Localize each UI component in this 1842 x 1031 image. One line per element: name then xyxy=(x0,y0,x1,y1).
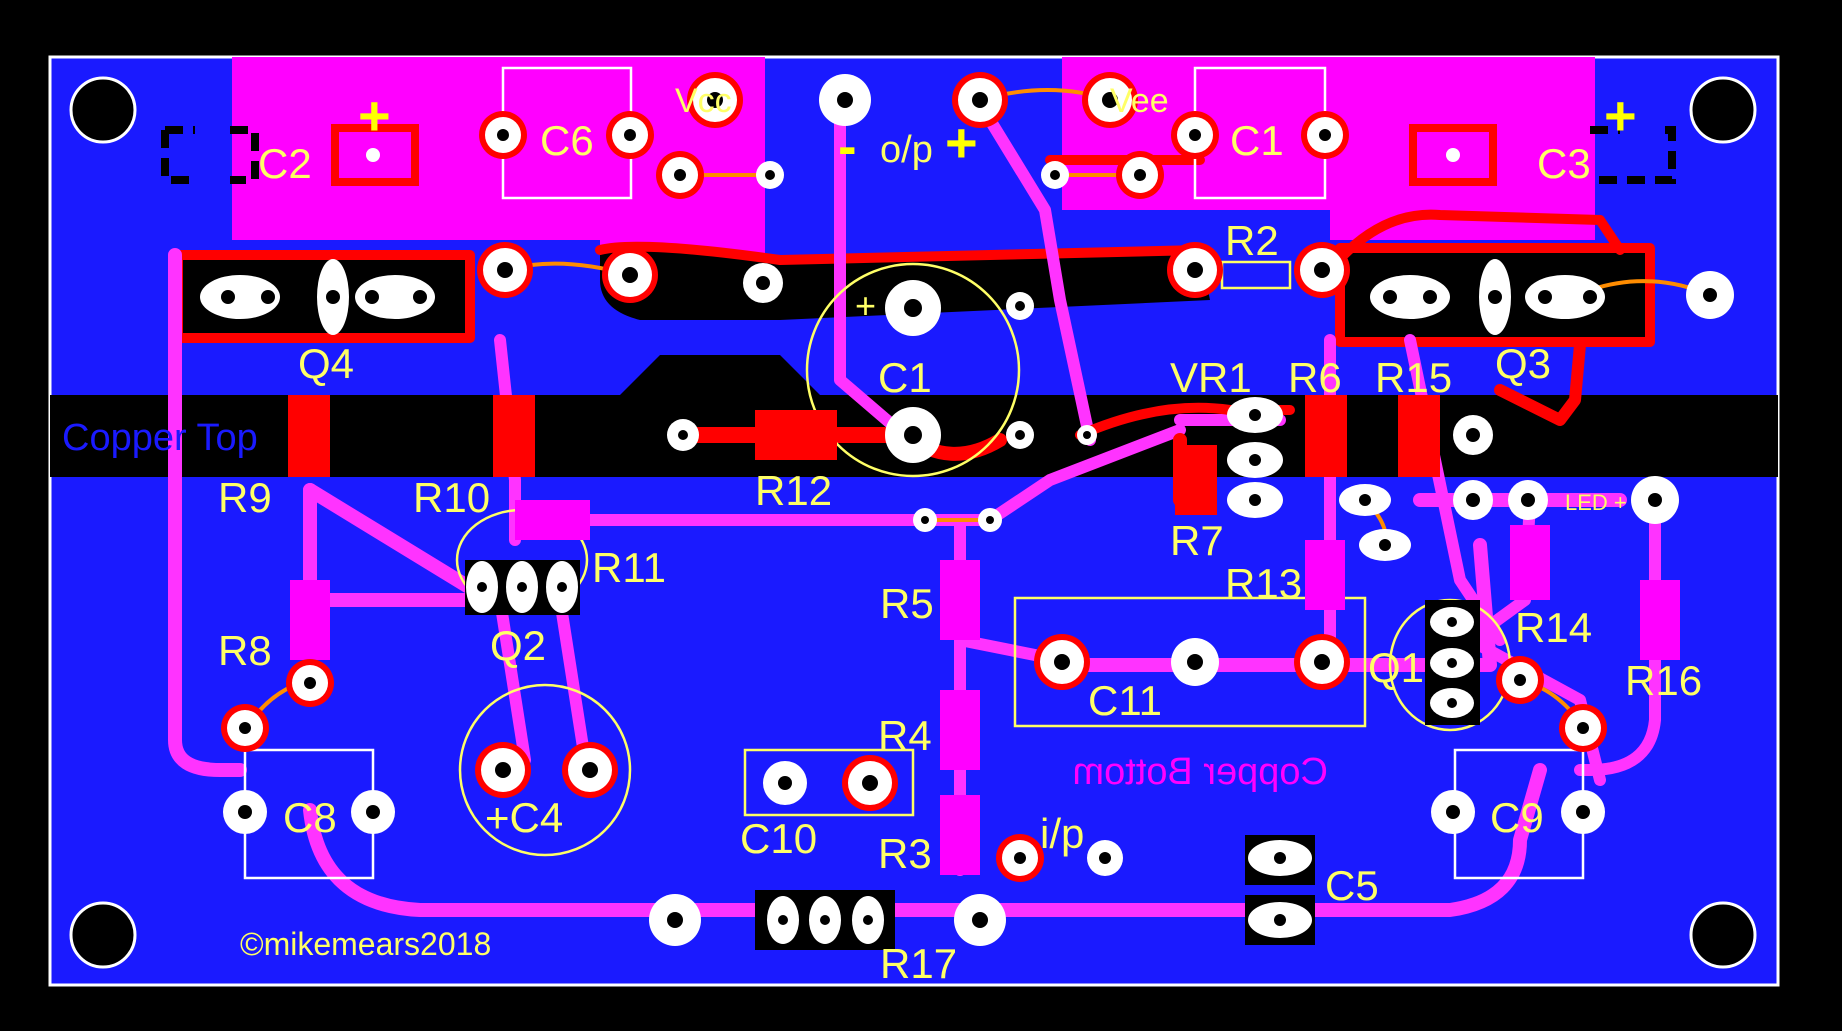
label-op-minus: - xyxy=(838,114,857,177)
label-c1-center-plus: + xyxy=(855,285,876,326)
mounting-hole-tl xyxy=(69,76,137,144)
label-ip: i/p xyxy=(1040,810,1084,857)
mounting-holes xyxy=(69,76,1757,969)
label-vee: Vee xyxy=(1110,82,1169,120)
label-r7: R7 xyxy=(1170,517,1224,564)
label-r15: R15 xyxy=(1375,354,1452,401)
label-copyright: ©mikemears2018 xyxy=(240,926,491,962)
label-r8: R8 xyxy=(218,627,272,674)
label-c11: C11 xyxy=(1088,677,1162,724)
label-r14: R14 xyxy=(1515,604,1592,651)
label-r13: R13 xyxy=(1225,560,1302,607)
label-op-plus: + xyxy=(945,111,978,174)
label-c3: C3 xyxy=(1537,140,1591,187)
label-r4: R4 xyxy=(878,712,932,759)
pads xyxy=(200,72,1734,950)
label-r5: R5 xyxy=(880,580,934,627)
label-r16: R16 xyxy=(1625,657,1702,704)
label-c3-plus: + xyxy=(1604,84,1637,147)
label-r6: R6 xyxy=(1288,354,1342,401)
label-r17: R17 xyxy=(880,940,957,987)
label-c8: C8 xyxy=(283,794,337,841)
label-r3: R3 xyxy=(878,830,932,877)
mounting-hole-tr xyxy=(1689,76,1757,144)
label-r2: R2 xyxy=(1225,217,1279,264)
label-q1: Q1 xyxy=(1368,644,1424,691)
label-q4: Q4 xyxy=(298,340,354,387)
label-q2: Q2 xyxy=(490,622,546,669)
label-c1-center: C1 xyxy=(878,354,932,401)
labels: C2 + C6 Vcc - o/p + Vee C1 C3 + R2 Q4 Q3… xyxy=(62,82,1702,987)
label-vcc: Vcc xyxy=(675,82,732,120)
mounting-hole-bl xyxy=(69,901,137,969)
label-c4: +C4 xyxy=(485,794,563,841)
label-q3: Q3 xyxy=(1495,340,1551,387)
label-c2-plus: + xyxy=(358,84,391,147)
label-c6: C6 xyxy=(540,117,594,164)
label-c9: C9 xyxy=(1490,794,1544,841)
label-copper-bottom: Copper Bottom xyxy=(1072,751,1328,793)
label-op: o/p xyxy=(880,129,933,171)
resistor-bodies xyxy=(288,395,1680,875)
mounting-hole-br xyxy=(1689,901,1757,969)
label-c1-top: C1 xyxy=(1230,117,1284,164)
label-led: LED + xyxy=(1565,490,1627,515)
label-vr1: VR1 xyxy=(1170,354,1252,401)
label-r11: R11 xyxy=(592,544,666,591)
label-copper-top: Copper Top xyxy=(62,417,258,459)
label-c5: C5 xyxy=(1325,862,1379,909)
label-r10: R10 xyxy=(413,474,490,521)
label-r12: R12 xyxy=(755,467,832,514)
label-c10: C10 xyxy=(740,815,817,862)
label-c2: C2 xyxy=(258,140,312,187)
label-r9: R9 xyxy=(218,474,272,521)
